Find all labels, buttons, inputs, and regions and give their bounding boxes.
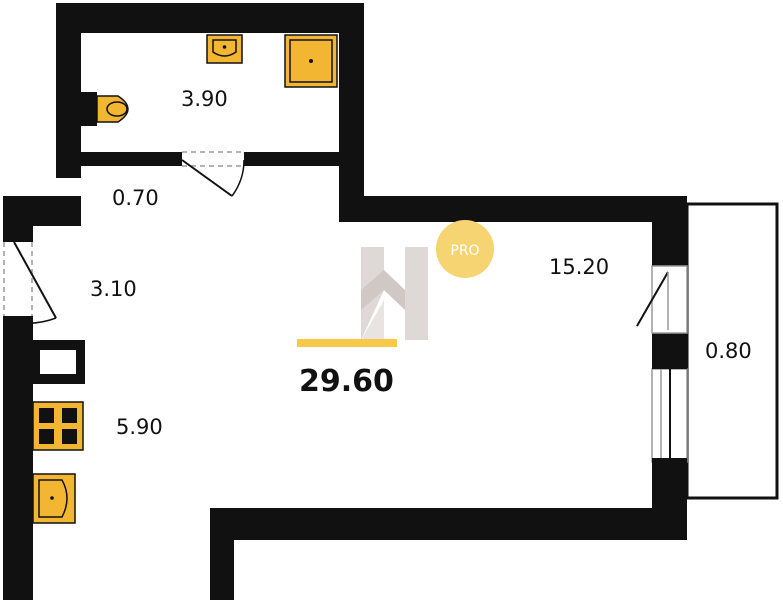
entrance-jamb-top (3, 236, 33, 242)
niche-interior (40, 350, 76, 374)
window-sill-top (652, 362, 687, 369)
total-area-label: 29.60 (299, 364, 394, 399)
balcony-outline (685, 202, 779, 500)
total-area-accent-bar (297, 339, 397, 347)
pro-badge-label: PRO (450, 243, 479, 259)
pro-badge: PRO (436, 220, 494, 278)
balcony-door-leaf (636, 271, 669, 327)
entrance-door-leaf (13, 241, 57, 319)
logo-watermark (361, 247, 428, 340)
bathroom-wall-right (339, 3, 364, 220)
entrance-swing-arc (13, 317, 57, 324)
toilet-icon (81, 92, 129, 126)
door-jamb-left (176, 152, 182, 166)
bathroom-wall-bottom-right (250, 152, 340, 166)
living-wall-top (339, 196, 687, 222)
kitchen-area-label: 5.90 (116, 415, 163, 439)
living-room-area-label: 15.20 (549, 255, 609, 279)
sink-icon (206, 34, 243, 64)
door-jamb-right (244, 152, 250, 166)
entrance-jamb-bottom (3, 316, 33, 322)
balcony-window (651, 362, 688, 465)
shower-tray-icon (284, 34, 338, 88)
stove-icon (32, 401, 84, 451)
hallway-area-label: 3.10 (90, 277, 137, 301)
kitchen-sink-icon (32, 473, 76, 524)
bathroom-wall-bottom-left (81, 152, 176, 166)
balcony-door[interactable] (636, 265, 688, 334)
door-leaf (181, 159, 233, 197)
living-wall-right-upper (652, 196, 687, 266)
living-wall-bottom (210, 508, 687, 540)
balcony-area-label: 0.80 (705, 339, 752, 363)
bathroom-wall-top (56, 3, 364, 33)
corridor-area-label: 0.70 (112, 186, 159, 210)
walls (3, 3, 687, 600)
bathroom-door[interactable] (176, 151, 250, 197)
kitchen-wall-left (3, 322, 33, 600)
window-sill-bottom (652, 458, 687, 465)
door-swing-arc (231, 159, 245, 197)
bathroom-area-label: 3.90 (181, 87, 228, 111)
kitchen-wall-bottom-step (210, 508, 234, 600)
entrance-door[interactable] (3, 236, 57, 324)
balcony-door-frame (651, 265, 688, 334)
hall-wall-left-upper (3, 196, 33, 236)
